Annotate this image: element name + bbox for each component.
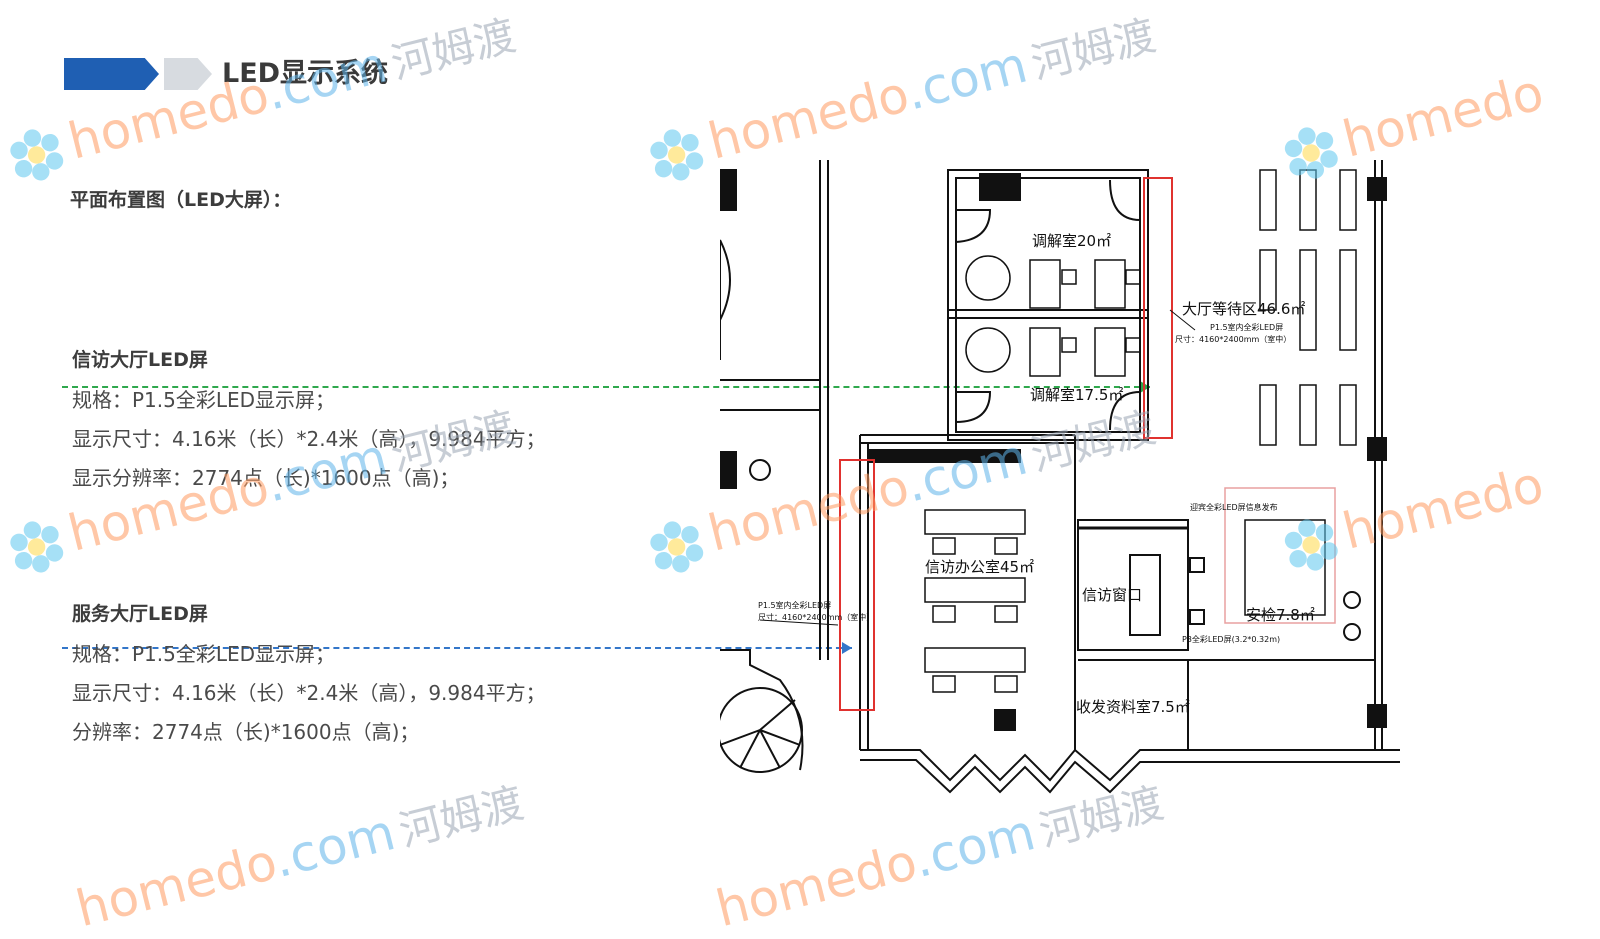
screen-2-resolution: 分辨率：2774点（长)*1600点（高)； bbox=[72, 720, 420, 744]
watermark-domain: .com bbox=[899, 35, 1033, 122]
flower-logo-icon bbox=[1, 511, 71, 581]
watermark-brand: homedo bbox=[1337, 63, 1550, 169]
plan-led-note-3: P1.5室内全彩LED屏 bbox=[758, 600, 831, 610]
watermark: homedo.com河姆渡 bbox=[70, 769, 529, 939]
plan-room-mediation-1: 调解室20㎡ bbox=[1032, 232, 1111, 250]
banner-blue-arrow bbox=[64, 58, 159, 90]
title-banner: LED显示系统 bbox=[64, 58, 484, 90]
plan-room-window: 信访窗口 bbox=[1082, 586, 1142, 604]
floor-plan: 调解室20㎡ 调解室17.5㎡ 大厅等待区46.6㎡ 信访办公室45㎡ 信访窗口… bbox=[720, 160, 1400, 794]
watermark: homedo.com河姆渡 bbox=[0, 2, 522, 190]
watermark-cn: 河姆渡 bbox=[1026, 10, 1161, 89]
blue-leader-line bbox=[62, 647, 852, 649]
plan-room-mediation-2: 调解室17.5㎡ bbox=[1030, 386, 1123, 404]
watermark-cn: 河姆渡 bbox=[394, 777, 529, 856]
screen-1-resolution: 显示分辨率：2774点（长)*1600点（高)； bbox=[72, 466, 460, 490]
flower-logo-icon bbox=[1, 119, 71, 189]
screen-2-spec: 规格：P1.5全彩LED显示屏； bbox=[72, 642, 336, 666]
plan-led-note-2: 尺寸：4160*2400mm（室中） bbox=[1175, 334, 1291, 344]
green-leader-line bbox=[62, 386, 1150, 388]
watermark-brand: homedo bbox=[710, 832, 922, 939]
plan-led-note-4: 尺寸：4160*2400mm（室中） bbox=[758, 612, 874, 622]
plan-room-security: 安检7.8㎡ bbox=[1246, 606, 1315, 624]
flower-logo-icon bbox=[641, 119, 711, 189]
watermark-brand: homedo bbox=[702, 65, 914, 171]
screen-1-size: 显示尺寸：4.16米（长）*2.4米（高），9.984平方； bbox=[72, 427, 546, 451]
page-title: LED显示系统 bbox=[222, 58, 389, 89]
plan-led-note-1: P1.5室内全彩LED屏 bbox=[1210, 322, 1283, 332]
watermark-domain: .com bbox=[267, 803, 401, 890]
screen-1-spec: 规格：P1.5全彩LED显示屏； bbox=[72, 388, 336, 412]
blue-arrowhead-icon bbox=[842, 642, 852, 654]
watermark-brand: homedo bbox=[70, 832, 282, 939]
screen-2-name: 服务大厅LED屏 bbox=[72, 603, 208, 625]
banner-grey-arrow bbox=[164, 58, 212, 90]
section-heading: 平面布置图（LED大屏）： bbox=[70, 189, 292, 211]
flower-logo-icon bbox=[641, 511, 711, 581]
plan-note-p3: P3全彩LED屏(3.2*0.32m) bbox=[1182, 634, 1280, 644]
plan-room-mailroom: 收发资料室7.5㎡ bbox=[1076, 698, 1190, 716]
plan-room-office: 信访办公室45㎡ bbox=[925, 558, 1034, 576]
plan-note-welcome: 迎宾全彩LED屏信息发布 bbox=[1190, 502, 1278, 512]
plan-room-waiting: 大厅等待区46.6㎡ bbox=[1182, 300, 1305, 318]
screen-2-size: 显示尺寸：4.16米（长）*2.4米（高），9.984平方； bbox=[72, 681, 546, 705]
screen-1-name: 信访大厅LED屏 bbox=[72, 349, 208, 371]
